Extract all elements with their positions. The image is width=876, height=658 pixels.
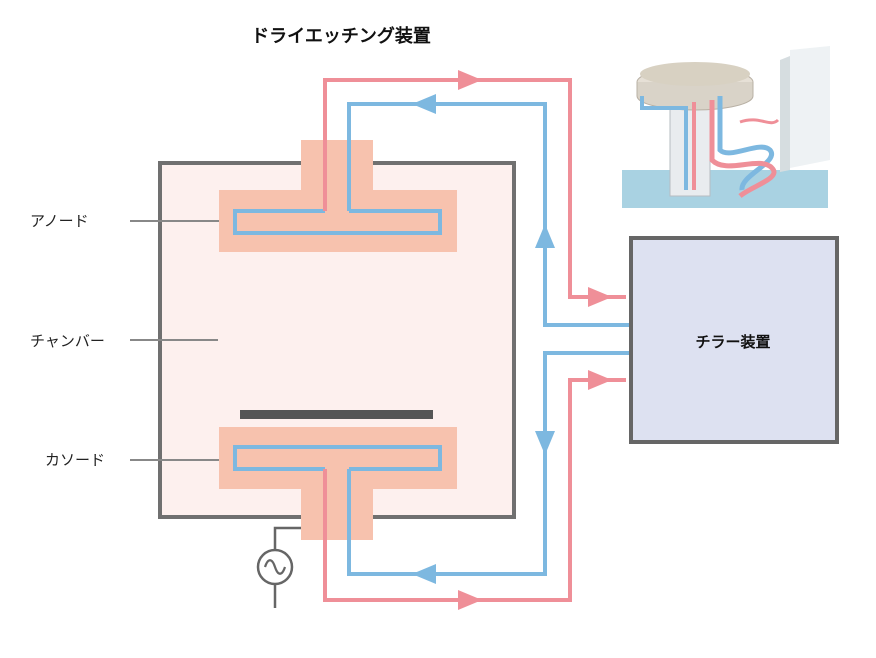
arrow-hot-chiller-in [588, 287, 612, 307]
chiller-chuck-illustration [622, 46, 830, 208]
ac-power-source-icon [256, 526, 301, 608]
cathode-label: カソード [45, 451, 105, 469]
wafer [240, 410, 433, 419]
chiller-label: チラー装置 [695, 333, 770, 351]
arrow-hot-bottom [458, 590, 482, 610]
arrow-cold-top [412, 94, 436, 114]
anode-electrode [219, 140, 457, 252]
anode-cold-channel [233, 209, 442, 235]
arrow-cold-down [535, 431, 555, 455]
anode-cold-line [347, 102, 630, 327]
arrow-hot-top [458, 70, 482, 90]
cathode-cold-channel [233, 445, 442, 471]
cathode-cold-line [347, 351, 630, 576]
diagram-title: ドライエッチング装置 [251, 25, 431, 47]
arrow-cold-up [535, 224, 555, 248]
arrow-cold-bottom [412, 564, 436, 584]
chamber-label: チャンバー [30, 332, 105, 350]
anode-label: アノード [30, 212, 89, 230]
chiller-box [629, 236, 839, 444]
arrow-hot-chiller-out [588, 370, 612, 390]
cathode-electrode [219, 427, 457, 540]
